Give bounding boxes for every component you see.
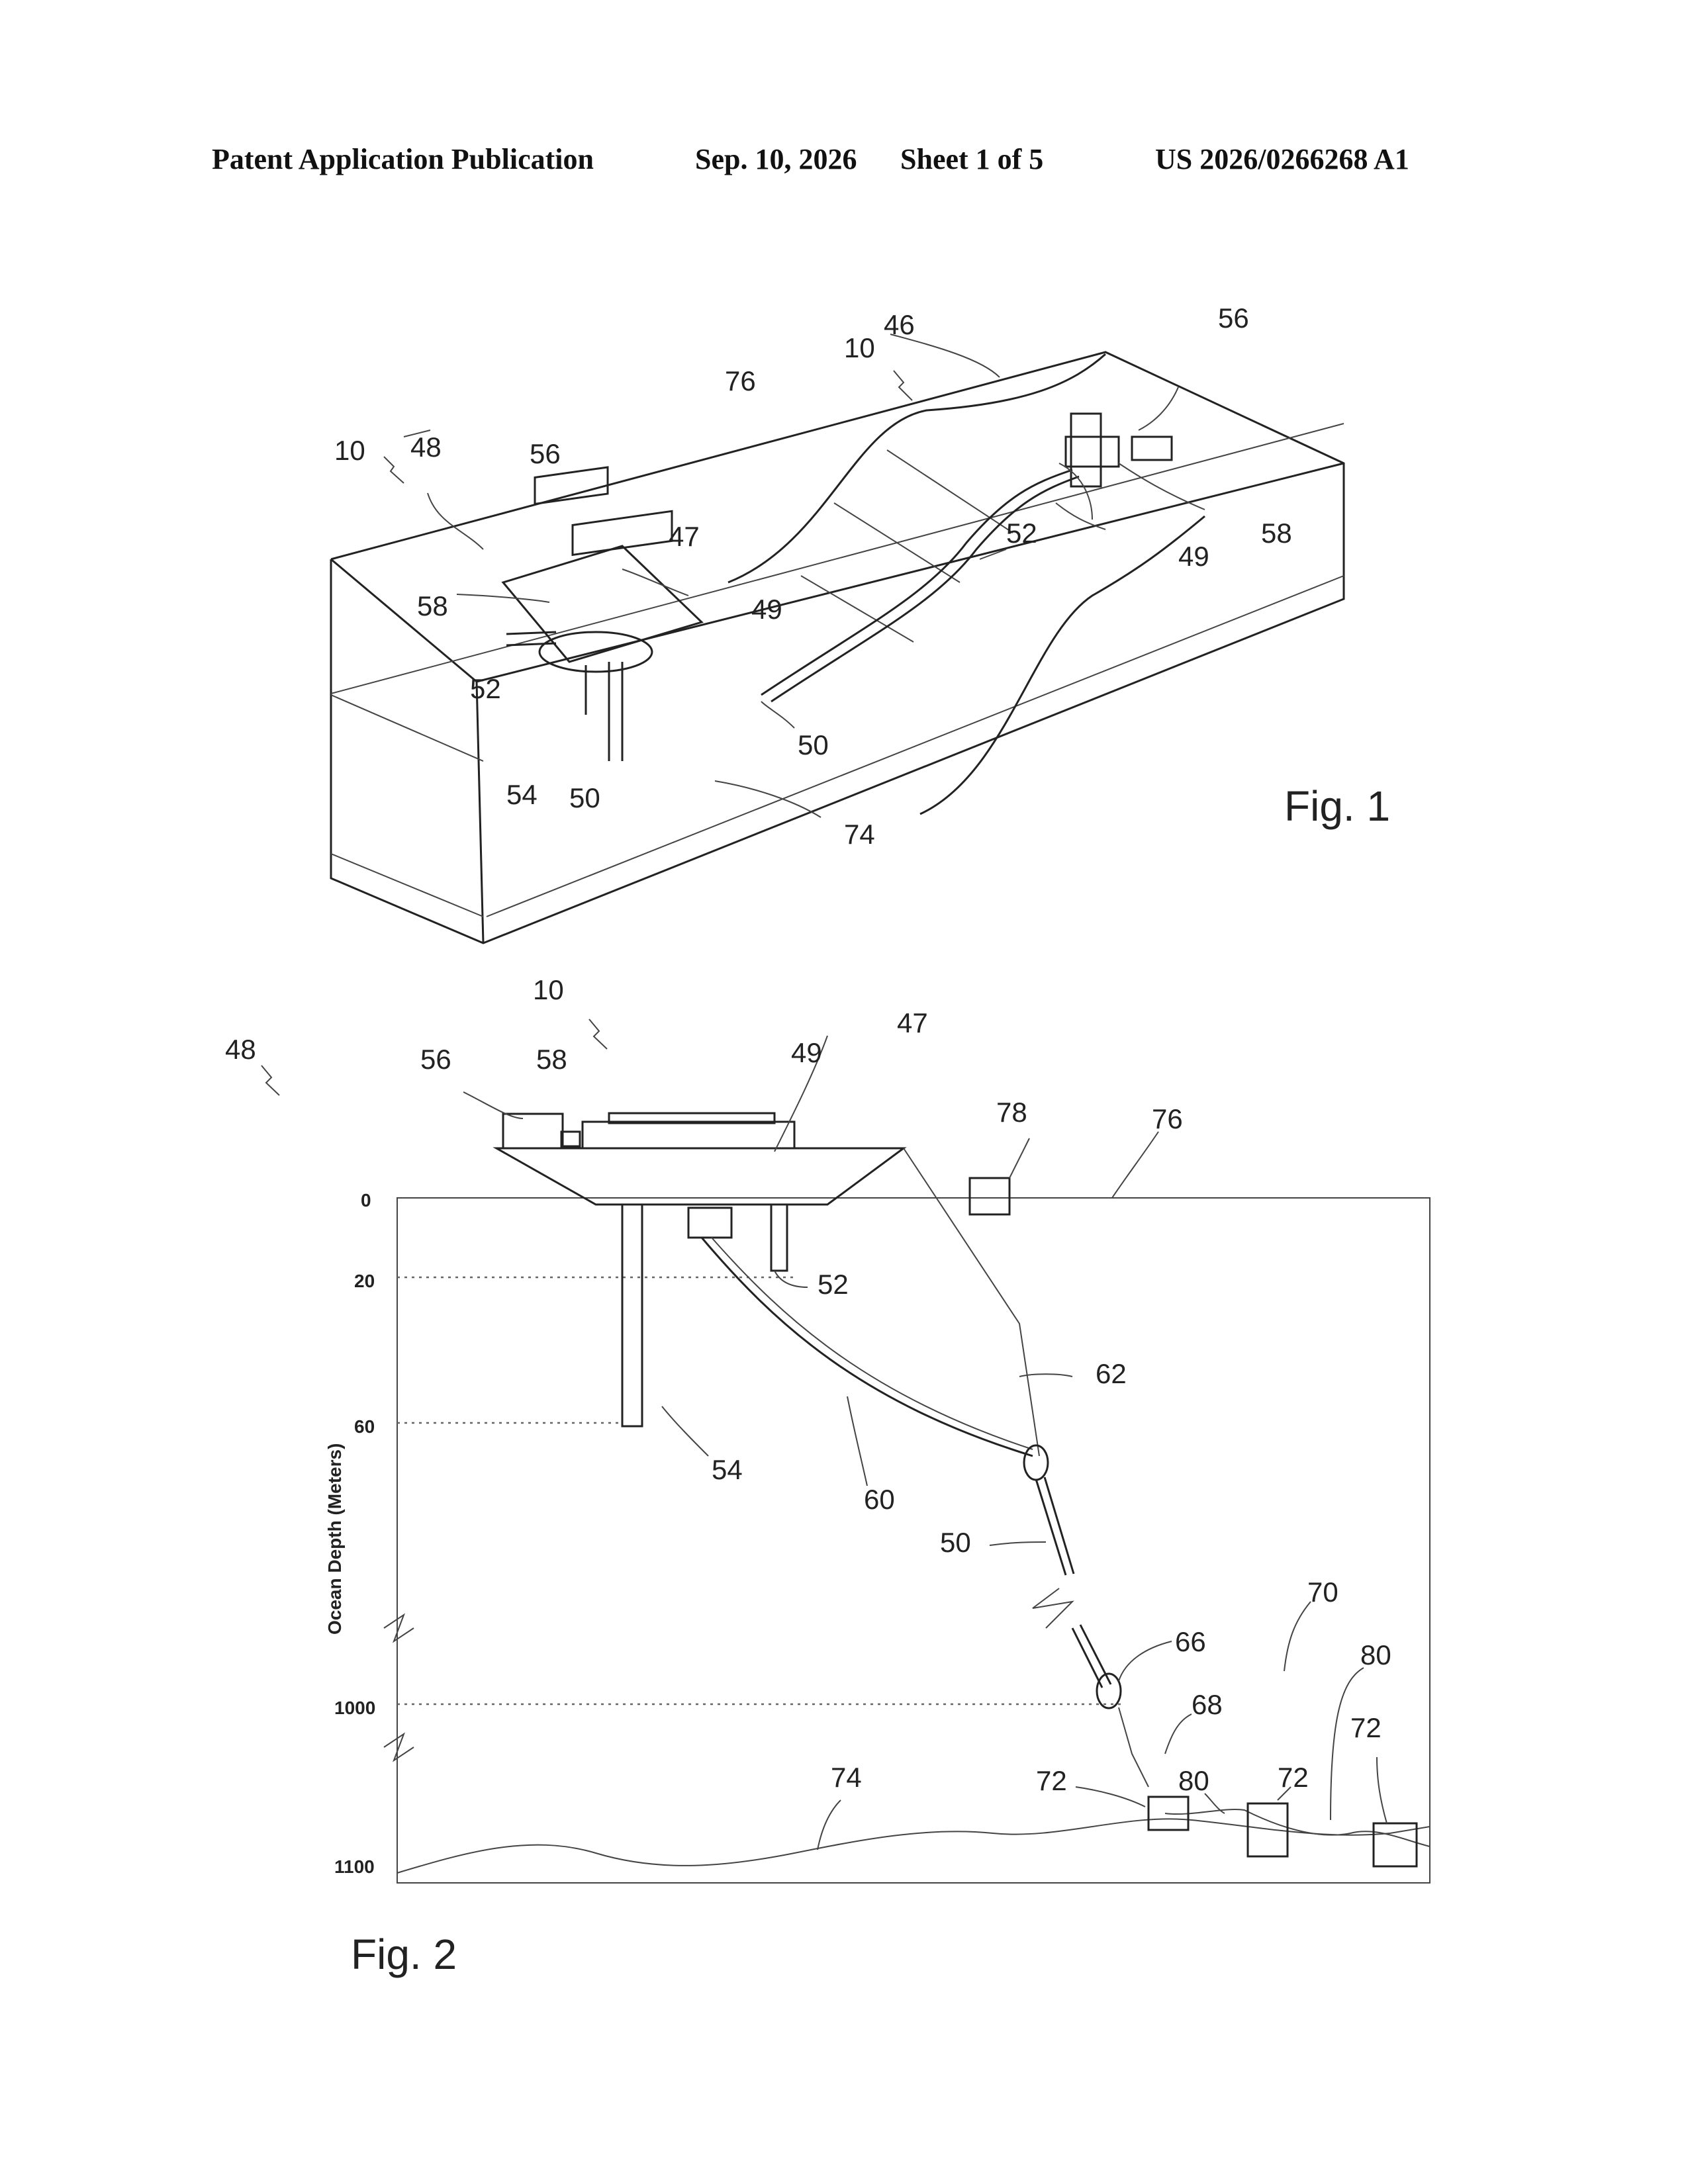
figure-2-drawing [261,1019,1430,1883]
fig1-ref-47: 47 [669,521,700,552]
fig2-ref-54: 54 [712,1454,743,1485]
depth-tick: 20 [354,1271,375,1291]
fig2-ref-68: 68 [1192,1689,1223,1720]
fig1-ref-76: 76 [725,365,756,396]
fig2-ref-62: 62 [1096,1358,1127,1389]
fig1-ref-46: 46 [884,309,915,340]
fig1-ref-10: 10 [334,435,365,466]
fig1-ref-54: 54 [506,779,538,810]
fig1-ref-48: 48 [410,432,442,463]
fig2-ref-58: 58 [536,1044,567,1075]
fig2-ref-76: 76 [1152,1103,1183,1134]
fig2-ref-80: 80 [1178,1765,1209,1796]
fig1-ref-58: 58 [417,590,448,621]
depth-tick: 0 [361,1190,371,1210]
fig2-ref-56: 56 [420,1044,451,1075]
fig2-ref-49: 49 [791,1037,822,1068]
fig2-ref-80: 80 [1360,1639,1391,1670]
fig1-ref-56-right: 56 [1218,302,1249,334]
fig2-caption: Fig. 2 [351,1931,457,1978]
fig1-ref-74: 74 [844,819,875,850]
fig2-ref-60: 60 [864,1484,895,1515]
fig1-ref-49: 49 [751,594,782,625]
fig2-ref-10: 10 [533,974,564,1005]
depth-axis-label: Ocean Depth (Meters) [324,1443,345,1635]
fig1-ref-56: 56 [530,438,561,469]
fig1-ref-50-right: 50 [798,729,829,760]
fig2-ref-72: 72 [1036,1765,1067,1796]
fig1-ref-10-right: 10 [844,332,875,363]
depth-tick: 1000 [334,1698,375,1718]
fig1-ref-49-right: 49 [1178,541,1209,572]
fig1-caption: Fig. 1 [1284,782,1390,830]
fig2-ref-70: 70 [1307,1576,1338,1608]
fig1-ref-52: 52 [470,673,501,704]
fig1-ref-58-right: 58 [1261,518,1292,549]
figure-1-drawing [331,334,1344,943]
fig1-ref-50-left: 50 [569,782,600,813]
depth-tick: 1100 [334,1856,375,1877]
fig2-ref-47: 47 [897,1007,928,1038]
fig2-ref-52: 52 [818,1269,849,1300]
fig2-ref-72: 72 [1350,1712,1382,1743]
fig2-ref-74: 74 [831,1762,862,1793]
fig2-ref-50: 50 [940,1527,971,1558]
depth-tick: 60 [354,1416,375,1437]
fig2-ref-72: 72 [1278,1762,1309,1793]
fig2-ref-78: 78 [996,1097,1027,1128]
fig1-ref-52-right: 52 [1006,518,1037,549]
fig2-ref-48: 48 [225,1034,256,1065]
fig2-ref-66: 66 [1175,1626,1206,1657]
